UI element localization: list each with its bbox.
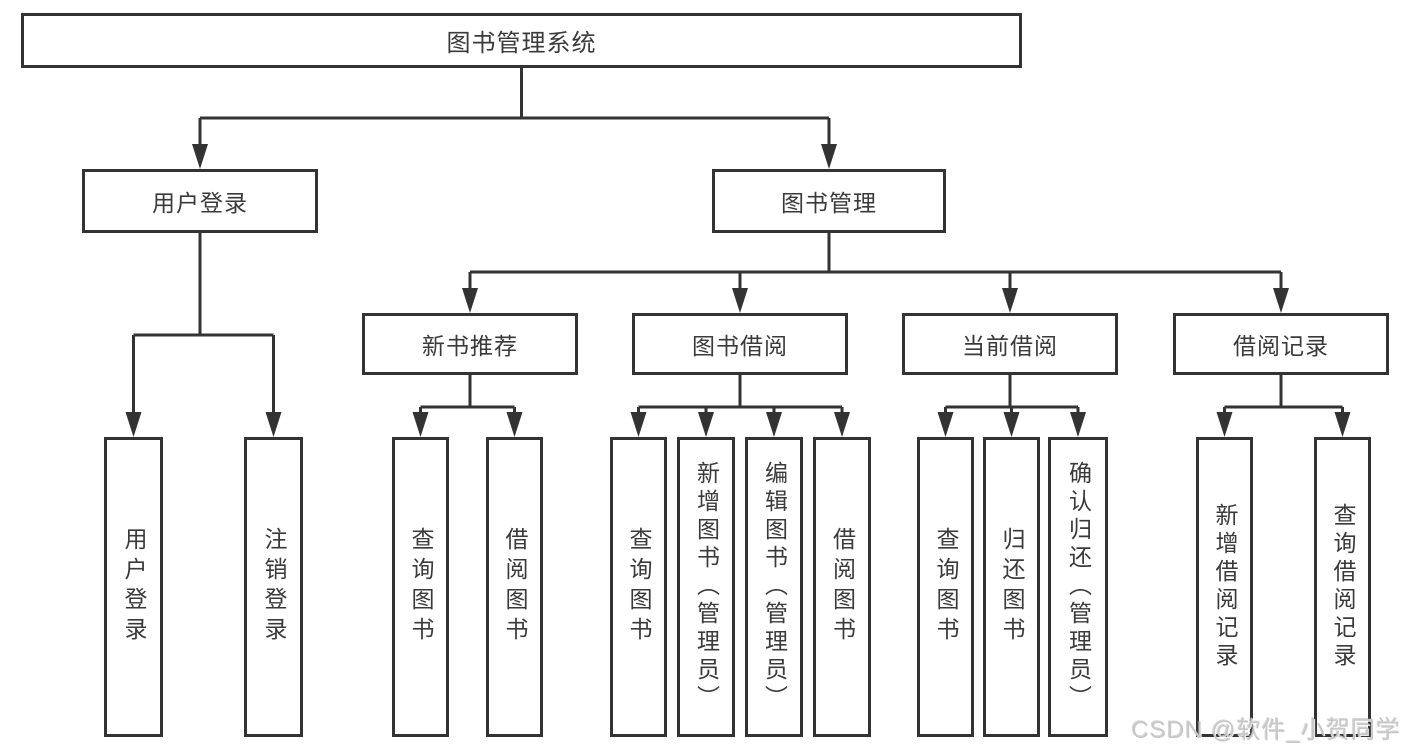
- node-book-borrow: 图书借阅: [632, 313, 848, 375]
- node-book-management-label: 图书管理: [781, 190, 877, 216]
- csdn-watermark: CSDN @软件_小贺同学: [1131, 717, 1401, 744]
- leaf-newbooks-borrow-books: 借阅图书: [486, 437, 543, 737]
- node-book-management: 图书管理: [712, 169, 946, 233]
- leaf-current-confirm-return-admin-label: 确认归还（管理员）: [1065, 461, 1092, 713]
- leaf-borrow-edit-books-admin-label: 编辑图书（管理员）: [761, 461, 788, 713]
- leaf-current-query-books-label: 查询图书: [933, 527, 959, 647]
- leaf-current-return-books-label: 归还图书: [999, 527, 1025, 647]
- leaf-borrow-query-books-label: 查询图书: [626, 527, 652, 647]
- leaf-records-add-record-label: 新增借阅记录: [1212, 503, 1238, 671]
- leaf-borrow-borrow-books: 借阅图书: [813, 437, 871, 737]
- leaf-borrow-edit-books-admin: 编辑图书（管理员）: [745, 437, 803, 737]
- node-current-borrow-label: 当前借阅: [962, 333, 1058, 359]
- leaf-current-query-books: 查询图书: [917, 437, 974, 737]
- leaf-user-login: 用户登录: [104, 437, 163, 737]
- node-current-borrow: 当前借阅: [902, 313, 1118, 375]
- leaf-borrow-borrow-books-label: 借阅图书: [829, 527, 856, 647]
- leaf-borrow-add-books-admin: 新增图书（管理员）: [677, 437, 735, 737]
- leaf-user-login-label: 用户登录: [121, 527, 147, 647]
- node-book-borrow-label: 图书借阅: [692, 333, 788, 359]
- leaf-borrow-add-books-admin-label: 新增图书（管理员）: [693, 461, 720, 713]
- leaf-records-add-record: 新增借阅记录: [1196, 437, 1253, 737]
- node-new-book-recommend-label: 新书推荐: [422, 333, 518, 359]
- leaf-newbooks-borrow-books-label: 借阅图书: [502, 527, 528, 647]
- node-user-login: 用户登录: [82, 169, 318, 233]
- node-root: 图书管理系统: [21, 13, 1022, 68]
- leaf-current-return-books: 归还图书: [983, 437, 1040, 737]
- node-root-label: 图书管理系统: [446, 30, 597, 57]
- leaf-borrow-query-books: 查询图书: [610, 437, 667, 737]
- node-user-login-label: 用户登录: [152, 190, 248, 216]
- leaf-logout: 注销登录: [244, 437, 303, 737]
- node-borrow-records: 借阅记录: [1173, 313, 1389, 375]
- node-borrow-records-label: 借阅记录: [1233, 333, 1329, 359]
- leaf-current-confirm-return-admin: 确认归还（管理员）: [1048, 437, 1108, 737]
- leaf-newbooks-query-books-label: 查询图书: [408, 527, 434, 647]
- leaf-logout-label: 注销登录: [261, 527, 287, 647]
- leaf-records-query-record-label: 查询借阅记录: [1330, 503, 1356, 671]
- leaf-newbooks-query-books: 查询图书: [392, 437, 449, 737]
- leaf-records-query-record: 查询借阅记录: [1314, 437, 1371, 737]
- arrowheads: [125, 144, 1351, 437]
- node-new-book-recommend: 新书推荐: [362, 313, 578, 375]
